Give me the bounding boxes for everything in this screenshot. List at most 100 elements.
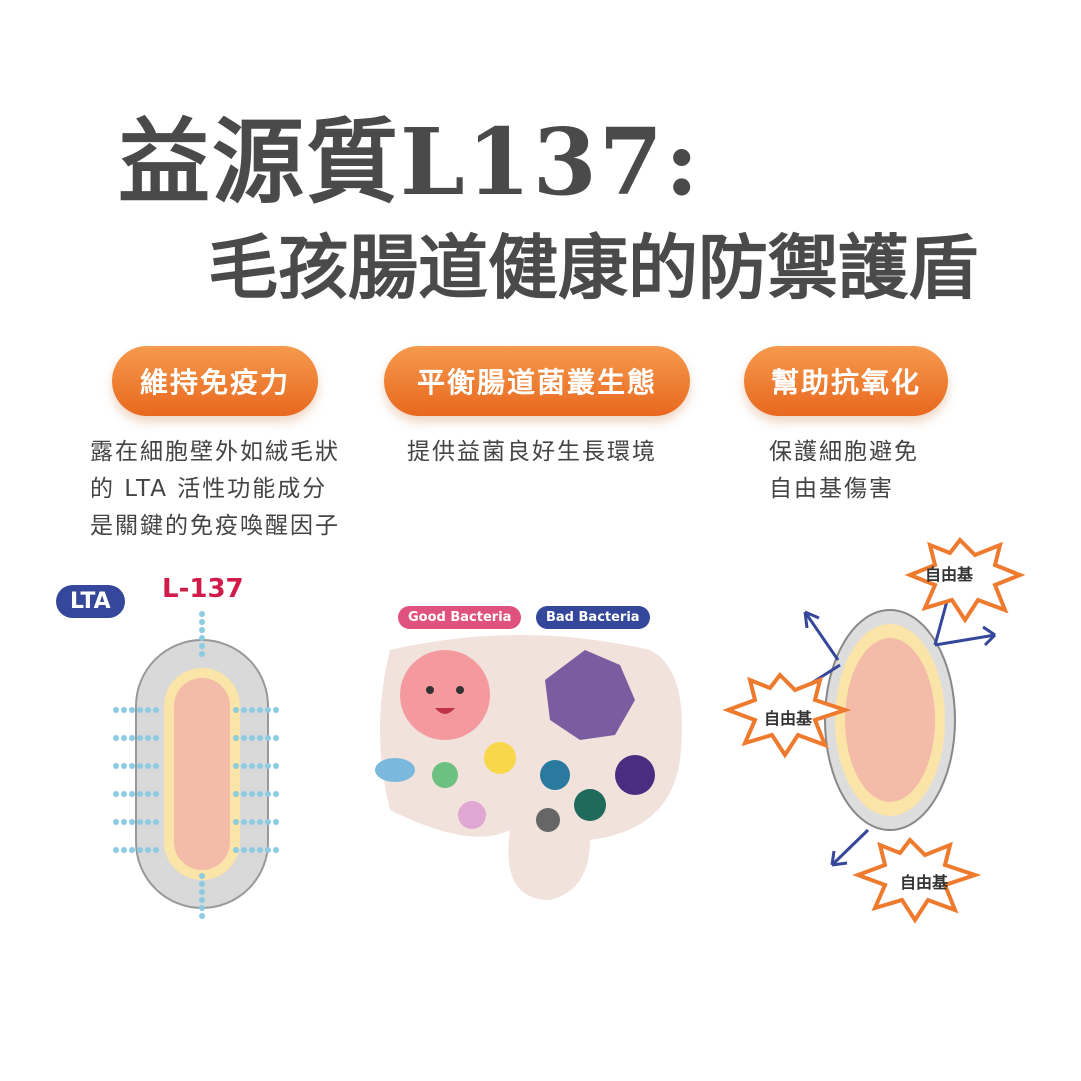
- antioxidant-cell-illustration: [722, 536, 1026, 924]
- lta-dot: [199, 611, 205, 617]
- feature-desc-gut: 提供益菌良好生長環境: [407, 434, 657, 471]
- lta-dot: [241, 819, 247, 825]
- lta-dot: [199, 651, 205, 657]
- lta-dot: [113, 791, 119, 797]
- good-bacteria-label: Good Bacteria: [398, 606, 522, 629]
- lta-dot: [273, 847, 279, 853]
- lta-dot: [241, 707, 247, 713]
- lta-dot: [273, 763, 279, 769]
- lta-dot: [153, 847, 159, 853]
- lta-dot: [137, 735, 143, 741]
- lta-dot: [257, 707, 263, 713]
- bad-bacteria-label: Bad Bacteria: [536, 606, 650, 629]
- lta-dot: [121, 763, 127, 769]
- lta-dot: [241, 763, 247, 769]
- lta-dot: [145, 791, 151, 797]
- feature-desc-immunity: 露在細胞壁外如絨毛狀 的 LTA 活性功能成分 是關鍵的免疫喚醒因子: [90, 434, 340, 545]
- lta-dot: [153, 763, 159, 769]
- lta-dot: [265, 819, 271, 825]
- lta-dot: [199, 619, 205, 625]
- lta-dot: [145, 763, 151, 769]
- lta-dot: [241, 847, 247, 853]
- lta-dot: [121, 819, 127, 825]
- desc-line: 的 LTA 活性功能成分: [90, 476, 328, 502]
- lta-dot: [249, 735, 255, 741]
- radical-label: 自由基: [925, 565, 974, 584]
- lta-dot: [153, 735, 159, 741]
- lta-dot: [145, 735, 151, 741]
- lta-dot: [257, 763, 263, 769]
- lta-dot: [129, 707, 135, 713]
- lta-dot: [233, 763, 239, 769]
- lta-dot: [199, 635, 205, 641]
- lta-dot: [249, 791, 255, 797]
- lta-dot: [257, 819, 263, 825]
- lta-dot: [257, 791, 263, 797]
- lta-dot: [137, 819, 143, 825]
- lta-dot: [249, 819, 255, 825]
- lta-dot: [129, 763, 135, 769]
- lta-dot: [153, 819, 159, 825]
- lta-dot: [265, 735, 271, 741]
- lta-dot: [249, 847, 255, 853]
- lta-dot: [265, 763, 271, 769]
- lta-dot: [265, 707, 271, 713]
- lta-dot: [137, 707, 143, 713]
- lta-dot: [273, 819, 279, 825]
- lta-dot: [129, 819, 135, 825]
- lta-dot: [249, 763, 255, 769]
- lta-dot: [249, 707, 255, 713]
- lta-dot: [137, 763, 143, 769]
- lta-dot: [129, 791, 135, 797]
- desc-line: 自由基傷害: [769, 476, 894, 502]
- feature-pill-antioxidant: 幫助抗氧化: [744, 346, 948, 416]
- lta-dot: [199, 913, 205, 919]
- lta-dot: [113, 847, 119, 853]
- desc-line: 保護細胞避免: [769, 439, 919, 465]
- lta-dot: [257, 847, 263, 853]
- lta-dot: [273, 707, 279, 713]
- radical-label: 自由基: [764, 709, 813, 728]
- lta-dot: [257, 735, 263, 741]
- lta-dot: [129, 735, 135, 741]
- radical-label: 自由基: [900, 873, 949, 892]
- lta-dot: [233, 707, 239, 713]
- lta-dot: [121, 707, 127, 713]
- l137-label: L-137: [162, 574, 244, 604]
- lta-dot: [199, 643, 205, 649]
- lta-dot: [233, 819, 239, 825]
- lta-dot: [113, 707, 119, 713]
- lta-dot: [145, 707, 151, 713]
- lta-dot: [199, 897, 205, 903]
- gut-bacteria-illustration: [375, 635, 682, 900]
- lta-dot: [233, 791, 239, 797]
- lta-dot: [273, 791, 279, 797]
- lta-dot: [113, 763, 119, 769]
- title-line-1: 益源質L137:: [118, 108, 701, 216]
- lta-dot: [273, 735, 279, 741]
- lta-dot: [153, 791, 159, 797]
- lta-dot: [199, 873, 205, 879]
- desc-line: 露在細胞壁外如絨毛狀: [90, 439, 340, 465]
- lta-dot: [129, 847, 135, 853]
- desc-line: 提供益菌良好生長環境: [407, 439, 657, 465]
- lta-dot: [145, 847, 151, 853]
- lta-dot: [233, 847, 239, 853]
- lta-dot: [113, 735, 119, 741]
- feature-pill-immunity: 維持免疫力: [112, 346, 318, 416]
- lta-dot: [199, 881, 205, 887]
- bacterium-cell-illustration: [113, 611, 279, 919]
- lta-dot: [241, 735, 247, 741]
- lta-dot: [153, 707, 159, 713]
- lta-dot: [137, 847, 143, 853]
- lta-dot: [121, 791, 127, 797]
- lta-dot: [121, 847, 127, 853]
- lta-dot: [199, 905, 205, 911]
- lta-dot: [241, 791, 247, 797]
- feature-desc-antioxidant: 保護細胞避免 自由基傷害: [769, 434, 919, 508]
- lta-dot: [199, 627, 205, 633]
- lta-dot: [113, 819, 119, 825]
- lta-dot: [137, 791, 143, 797]
- lta-dot: [233, 735, 239, 741]
- desc-line: 是關鍵的免疫喚醒因子: [90, 513, 340, 539]
